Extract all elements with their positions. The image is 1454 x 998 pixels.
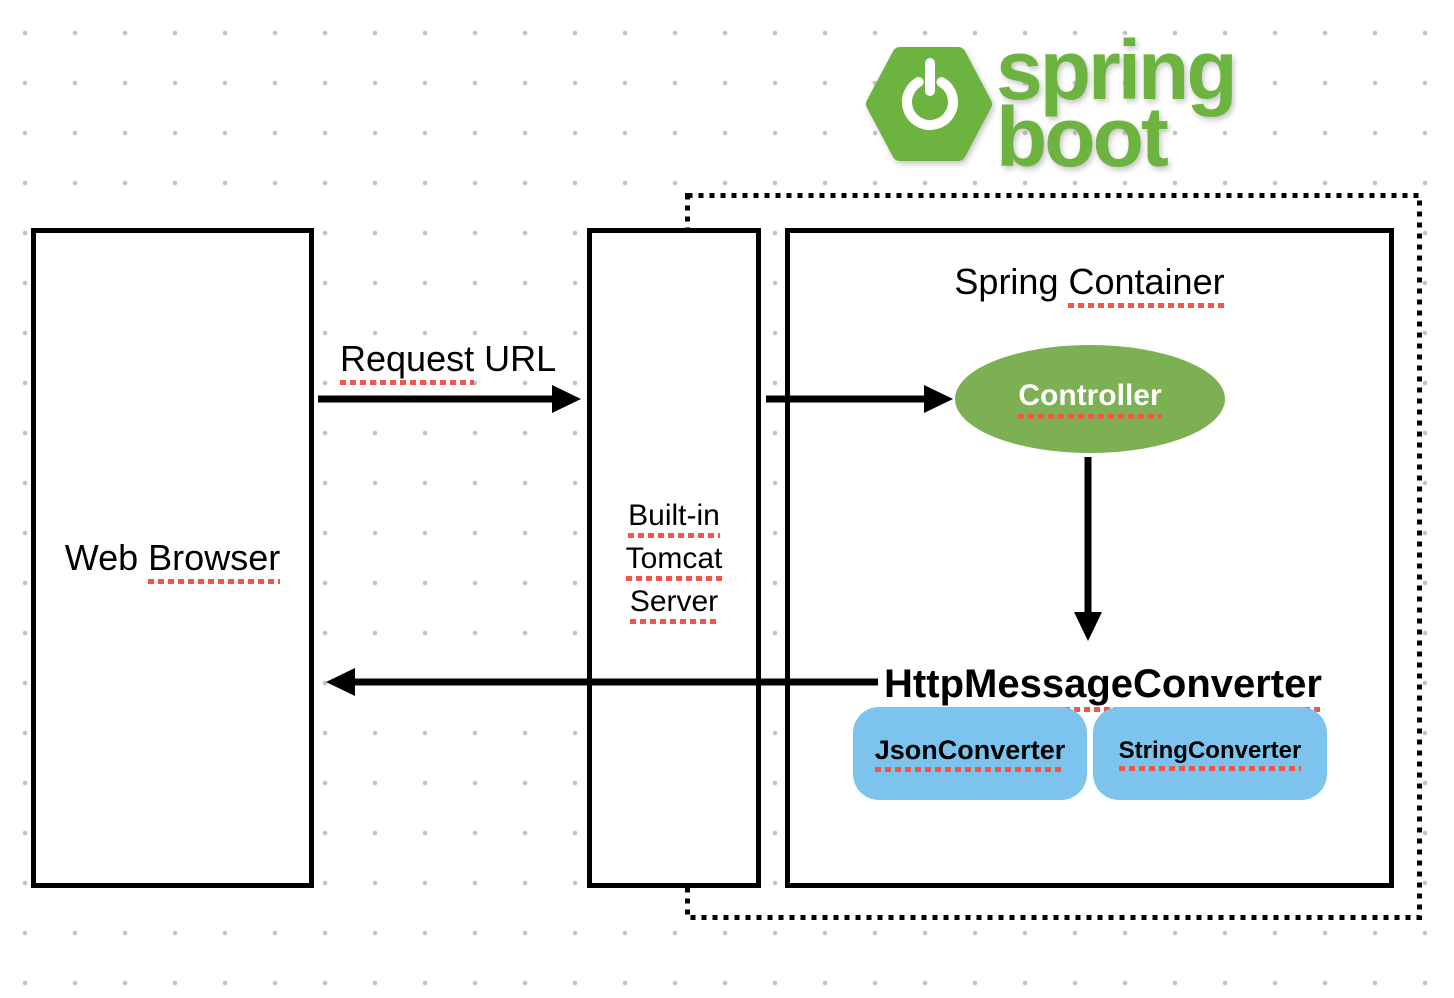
tomcat-server-box: Built-in Tomcat Server <box>587 228 761 888</box>
power-icon <box>902 58 958 130</box>
request-url-label-plain: URL <box>484 338 557 379</box>
json-converter-node: JsonConverter <box>853 707 1087 800</box>
tomcat-label-line3: Server <box>629 584 719 624</box>
string-converter-label: StringConverter <box>1118 736 1302 771</box>
logo-word-boot: boot <box>996 90 1169 184</box>
spring-container-title: Spring Container <box>790 261 1389 308</box>
tomcat-label-line2: Tomcat <box>625 541 723 581</box>
logo-word-spring: spring <box>996 23 1238 117</box>
http-message-converter-heading: HttpMessageConverter <box>880 662 1326 712</box>
http-message-converter-label: HttpMessageConverter <box>884 662 1322 712</box>
spring-boot-hexagon-icon <box>866 47 992 161</box>
web-browser-label-plain: Web <box>64 537 139 578</box>
web-browser-label: Web Browser <box>64 537 281 584</box>
controller-node: Controller <box>955 345 1225 453</box>
spring-container-title-marked: Container <box>1068 261 1225 308</box>
string-converter-node: StringConverter <box>1093 707 1327 800</box>
tomcat-label-line1: Built-in <box>628 498 720 538</box>
request-url-label-marked: Request <box>340 338 475 385</box>
tomcat-server-label: Built-in Tomcat Server <box>625 494 723 624</box>
request-url-label: Request URL <box>340 338 557 385</box>
controller-label: Controller <box>1018 379 1162 419</box>
spring-container-title-plain: Spring <box>954 261 1059 302</box>
web-browser-label-marked: Browser <box>148 537 281 584</box>
web-browser-box: Web Browser <box>31 228 314 888</box>
json-converter-label: JsonConverter <box>874 735 1066 772</box>
